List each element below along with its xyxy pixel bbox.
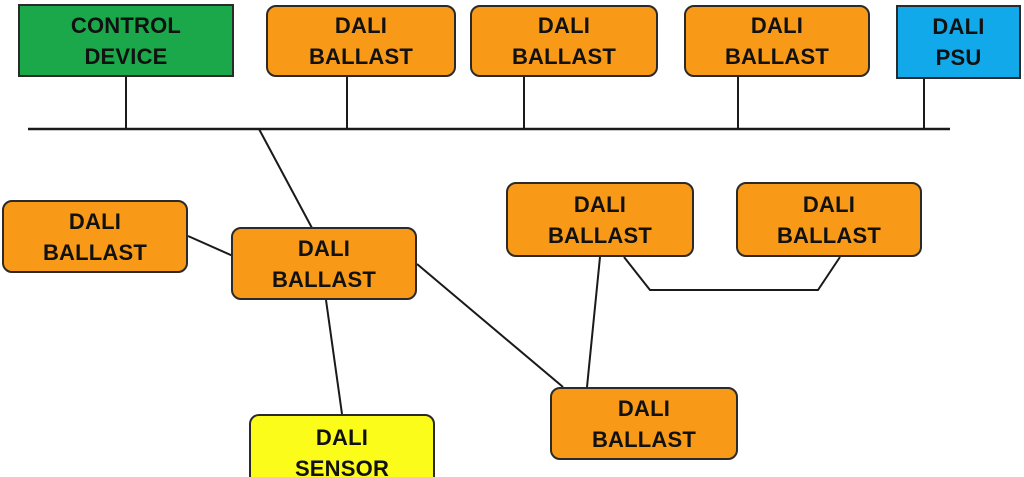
ballast-label-line2: BALLAST <box>724 44 830 69</box>
dali-ballast-mid-right: DALI BALLAST <box>506 182 694 257</box>
dali-ballast-top-1: DALI BALLAST <box>266 5 456 77</box>
ballast-label-line1: DALI <box>617 395 671 421</box>
dali-ballast-left: DALI BALLAST <box>2 200 188 273</box>
ballast-label-line1: DALI <box>802 191 856 217</box>
wire-left-to-hub <box>187 235 234 257</box>
dali-ballast-top-3: DALI BALLAST <box>684 5 870 77</box>
ballast-label-line1: DALI <box>573 191 627 217</box>
ballast-label-line2: BALLAST <box>271 266 377 292</box>
ballast-label-line1: DALI <box>750 13 804 38</box>
ballast-label-line1: DALI <box>537 13 591 38</box>
psu-label-line1: DALI <box>932 14 985 39</box>
dali-ballast-top-2: DALI BALLAST <box>470 5 658 77</box>
dali-psu-box: DALI PSU <box>896 5 1021 79</box>
wire-hub-to-sensor <box>325 299 343 415</box>
ballast-label-line2: BALLAST <box>511 44 617 69</box>
dali-sensor-box: DALI SENSOR <box>249 414 435 477</box>
ballast-label-line2: BALLAST <box>591 426 697 452</box>
wire-hub-to-bottom <box>416 263 564 388</box>
wire-midright-to-bottom <box>586 256 601 388</box>
ballast-label-line1: DALI <box>297 235 351 261</box>
sensor-label-line2: SENSOR <box>294 456 390 477</box>
ballast-label-line1: DALI <box>334 13 388 38</box>
wire-midright-to-farright <box>623 256 841 291</box>
ballast-label-line2: BALLAST <box>308 44 414 69</box>
ballast-label-line2: BALLAST <box>547 222 653 248</box>
psu-label-line2: PSU <box>935 45 982 70</box>
ballast-label-line2: BALLAST <box>776 222 882 248</box>
dali-ballast-far-right: DALI BALLAST <box>736 182 922 257</box>
sensor-label-line1: DALI <box>315 425 369 450</box>
ballast-label-line1: DALI <box>68 208 122 234</box>
control-device-label-line2: DEVICE <box>84 43 168 69</box>
control-device-box: CONTROL DEVICE <box>18 4 234 77</box>
wire-bus-to-hub <box>258 128 313 229</box>
dali-ballast-bottom: DALI BALLAST <box>550 387 738 460</box>
ballast-label-line2: BALLAST <box>42 239 148 265</box>
dali-ballast-hub: DALI BALLAST <box>231 227 417 300</box>
control-device-label-line1: CONTROL <box>70 12 182 38</box>
